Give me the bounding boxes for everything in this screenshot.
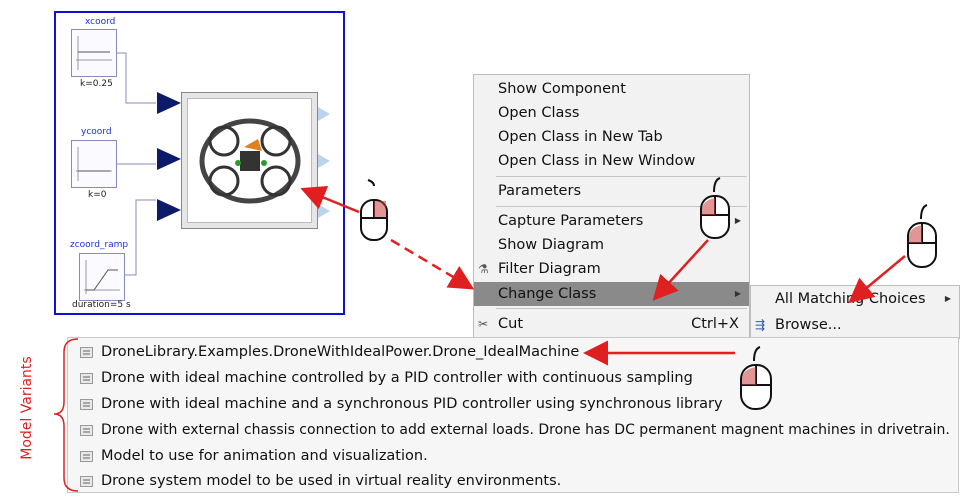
list-item[interactable]: Drone system model to be used in virtual… [68,468,561,494]
block-name-xcoord: xcoord [85,17,116,27]
drone-image [187,98,312,223]
list-item-label: Model to use for animation and visualiza… [101,448,428,464]
connection-lines [117,52,156,276]
menu-item-capture-parameters[interactable]: Capture Parameters ▶ [474,209,749,233]
menu-item-label: Filter Diagram [498,261,601,277]
ramp-icon [84,260,120,294]
drone-icon [199,118,301,204]
menu-separator [496,206,747,207]
model-icon [80,424,93,436]
diagram-canvas[interactable]: xcoord k=0.25 ycoord k=0 zcoord_ramp dur… [54,11,345,315]
list-item[interactable]: Drone with ideal machine and a synchrono… [68,391,723,417]
list-item[interactable]: Drone with ideal machine controlled by a… [68,365,693,391]
list-item[interactable]: Drone with external chassis connection t… [68,417,950,443]
output-port-2[interactable] [318,154,330,168]
model-icon [80,398,93,410]
menu-item-show-diagram[interactable]: Show Diagram [498,237,604,253]
model-icon [80,450,93,462]
output-port-1[interactable] [318,107,330,121]
menu-item-open-class-new-tab[interactable]: Open Class in New Tab [498,129,663,145]
menu-item-open-class[interactable]: Open Class [498,105,580,121]
mouse-icon [740,346,772,410]
model-icon [80,346,93,358]
input-port-x[interactable] [157,92,181,114]
list-item[interactable]: Model to use for animation and visualiza… [68,443,428,469]
menu-item-show-component[interactable]: Show Component [498,81,626,97]
variants-brace [53,338,79,492]
menu-item-label: Capture Parameters [498,213,644,229]
input-port-z[interactable] [157,199,181,221]
mouse-icon [700,177,730,239]
model-icon [80,372,93,384]
arrow-to-drone [300,185,360,214]
scissors-icon: ✂ [478,317,489,331]
block-name-zcoord: zcoord_ramp [70,240,129,250]
menu-item-label: Cut [498,316,523,332]
menu-separator [496,308,747,309]
list-item-label: Drone with ideal machine controlled by a… [101,370,693,386]
dashed-arrow-to-menu [390,238,475,290]
arrow-to-change-class [652,239,709,301]
menu-separator [496,176,747,177]
menu-item-label: Browse... [775,317,842,333]
menu-item-cut[interactable]: ✂ Cut Ctrl+X [474,312,749,336]
menu-item-parameters[interactable]: Parameters [498,183,581,199]
model-icon [80,475,93,487]
arrow-to-all-matching [848,255,906,304]
filter-icon: ⚗ [478,262,489,276]
list-item-label: Drone system model to be used in virtual… [101,473,562,489]
block-param-xcoord: k=0.25 [80,79,113,89]
xcoord-block[interactable] [71,29,117,77]
list-item-label: DroneLibrary.Examples.DroneWithIdealPowe… [101,344,580,360]
submenu-item-browse[interactable]: ⇶ Browse... [751,313,959,337]
zcoord-ramp-block[interactable] [79,253,125,301]
mouse-icon [907,204,937,268]
block-param-ycoord: k=0 [88,190,107,200]
browse-icon: ⇶ [755,318,766,332]
shortcut-cut: Ctrl+X [691,316,739,332]
block-name-ycoord: ycoord [81,127,112,137]
ycoord-block[interactable] [71,140,117,188]
drone-component[interactable] [181,92,318,229]
list-item-label: Drone with external chassis connection t… [101,422,950,438]
menu-item-label: Change Class [498,286,597,302]
block-param-zcoord: duration=5 s [72,300,131,310]
submenu-arrow-icon: ▶ [944,294,951,303]
const-icon [76,147,112,181]
submenu-arrow-icon: ▶ [734,289,741,298]
menu-item-open-class-new-window[interactable]: Open Class in New Window [498,153,696,169]
model-variants-list: DroneLibrary.Examples.DroneWithIdealPowe… [67,337,959,493]
input-port-y[interactable] [157,148,181,170]
list-item[interactable]: DroneLibrary.Examples.DroneWithIdealPowe… [68,339,579,365]
list-item-label: Drone with ideal machine and a synchrono… [101,396,723,412]
mouse-icon [360,179,388,241]
submenu-arrow-icon: ▶ [734,216,741,225]
const-icon [76,36,112,70]
menu-item-change-class[interactable]: Change Class ▶ [474,282,749,306]
menu-item-filter-diagram[interactable]: ⚗ Filter Diagram [474,257,749,281]
